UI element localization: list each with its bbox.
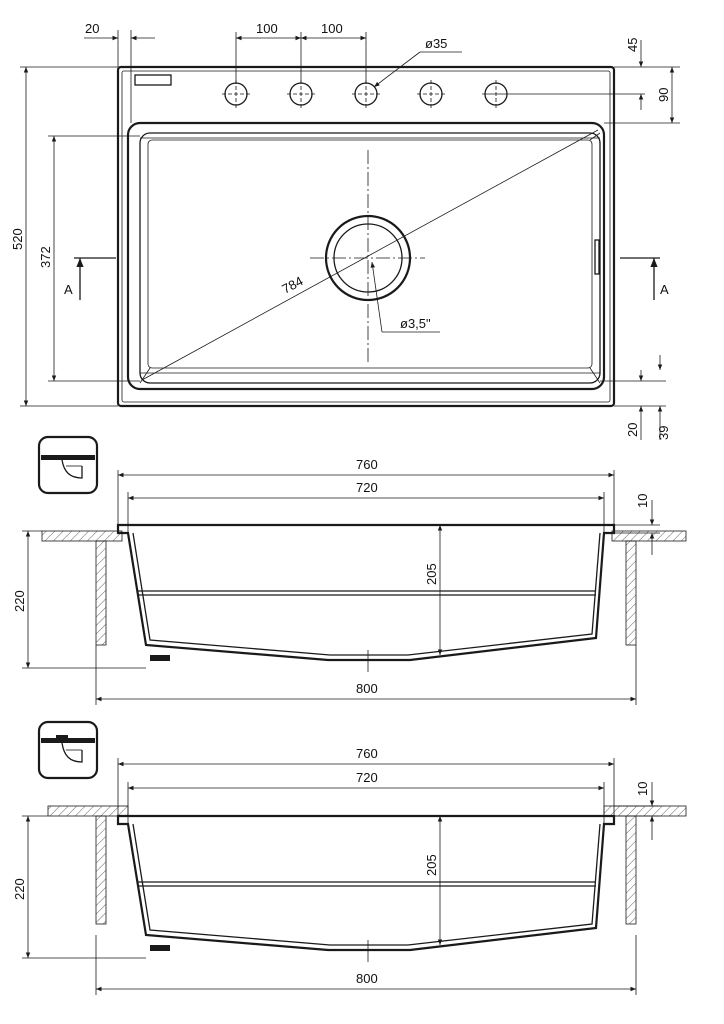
dim-rim-2: 10 — [635, 782, 650, 796]
countertop-left — [47, 805, 129, 817]
dim-bowl-top-offset: 90 — [656, 88, 671, 102]
cabinet-wall-left — [95, 540, 107, 646]
dim-width-outer-2: 760 — [356, 746, 378, 761]
cabinet-wall-right — [625, 815, 637, 925]
mount-type-icon-inset — [37, 720, 99, 780]
drain-outer — [324, 214, 412, 302]
dim-bottom-offset-1: 20 — [625, 423, 640, 437]
dim-hole-spacing-1: 100 — [256, 21, 278, 36]
dim-rim-1: 10 — [635, 494, 650, 508]
dim-drain: ø3,5" — [400, 316, 431, 331]
dim-depth-1: 205 — [424, 563, 439, 585]
top-view: 784 20 100 — [10, 21, 680, 440]
countertop-right — [603, 805, 687, 817]
dim-width-outer-1: 760 — [356, 457, 378, 472]
dim-hole-diameter: ø35 — [425, 36, 447, 51]
dim-edge-offset: 20 — [85, 21, 99, 36]
sink-section-outline — [116, 814, 616, 952]
dim-bowl-depth: 372 — [38, 246, 53, 268]
dim-depth-2: 205 — [424, 854, 439, 876]
dim-cutout-1: 800 — [356, 681, 378, 696]
overflow-slot — [594, 239, 600, 275]
dim-total-depth: 520 — [10, 228, 25, 250]
sink-section-outline — [116, 523, 616, 662]
section-marker-left: A — [64, 282, 73, 297]
dim-height-2: 220 — [12, 878, 27, 900]
dim-diagonal: 784 — [279, 273, 305, 296]
countertop-left — [41, 530, 123, 542]
logo-plate — [134, 74, 172, 86]
dim-hole-spacing-2: 100 — [321, 21, 343, 36]
dim-cutout-2: 800 — [356, 971, 378, 986]
cabinet-wall-left — [95, 815, 107, 925]
section-view-1: 760 720 10 220 205 800 — [12, 435, 687, 705]
dim-hole-row-offset: 45 — [625, 38, 640, 52]
section-marker-right: A — [660, 282, 669, 297]
drain-inner — [333, 223, 403, 293]
tap-holes — [222, 80, 645, 108]
section-view-2: 760 720 10 220 205 800 — [12, 720, 687, 995]
sink-outline-top — [116, 65, 616, 408]
countertop-right — [611, 530, 687, 542]
dim-height-1: 220 — [12, 590, 27, 612]
diagonal-line — [141, 129, 599, 381]
cabinet-wall-right — [625, 540, 637, 646]
bowl-outline — [126, 121, 606, 391]
mount-type-icon-flush — [37, 435, 99, 495]
dim-bottom-offset-2: 39 — [656, 426, 671, 440]
dim-width-inner-2: 720 — [356, 770, 378, 785]
dim-width-inner-1: 720 — [356, 480, 378, 495]
